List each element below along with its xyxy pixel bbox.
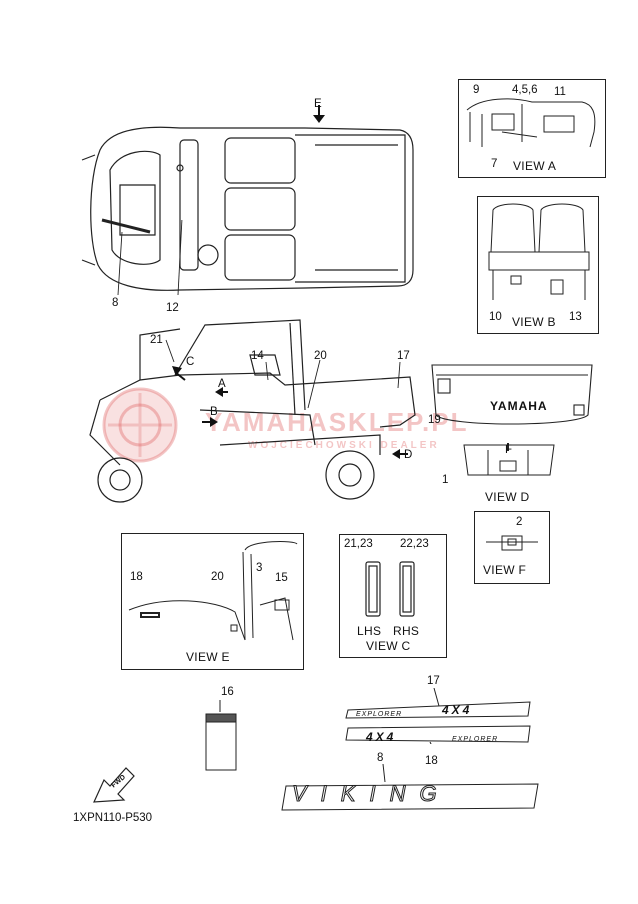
view-e-box — [121, 533, 304, 670]
callout-18-view-e: 18 — [130, 571, 143, 583]
watermark-logo-icon — [102, 387, 178, 463]
arrow-e-label: E — [314, 98, 322, 110]
decal-4x4-pair — [345, 688, 531, 744]
callout-15: 15 — [275, 572, 288, 584]
view-a-title: VIEW A — [513, 159, 557, 173]
callout-21-23: 21,23 — [344, 538, 373, 550]
callout-8-top: 8 — [112, 297, 119, 309]
view-f-part — [486, 535, 538, 551]
callout-17-decal: 17 — [427, 675, 440, 687]
callout-16: 16 — [221, 686, 234, 698]
view-e-detail — [128, 541, 298, 641]
view-f-box — [474, 511, 550, 584]
side-view-vehicle — [89, 319, 416, 503]
callout-1: 1 — [442, 474, 449, 486]
callout-18-decal: 18 — [425, 755, 438, 767]
view-e-title: VIEW E — [186, 650, 230, 664]
label-16-shape — [205, 700, 237, 771]
callout-20-view-e: 20 — [211, 571, 224, 583]
view-c-title: VIEW C — [366, 639, 411, 653]
arrow-b-label: B — [210, 406, 218, 418]
explorer-text-18: EXPLORER — [452, 736, 499, 743]
arrow-e-icon — [313, 105, 325, 123]
explorer-text-17: EXPLORER — [356, 711, 403, 718]
part-code: 1XPN110-P530 — [73, 812, 153, 824]
callout-13: 13 — [569, 311, 582, 323]
viking-decal-shape — [281, 764, 539, 811]
callout-9: 9 — [473, 84, 480, 96]
yamaha-decal-text: YAMAHA — [490, 399, 548, 413]
fwd-arrow-icon — [93, 767, 135, 803]
view-b-seats — [488, 203, 590, 300]
arrow-a-label: A — [218, 378, 226, 390]
callout-19: 19 — [428, 414, 441, 426]
top-view-vehicle — [81, 126, 414, 291]
arrow-f-label: F — [505, 444, 513, 456]
view-f-title: VIEW F — [483, 563, 527, 577]
callout-7: 7 — [491, 158, 498, 170]
callout-17-side: 17 — [397, 350, 410, 362]
arrow-c-label: C — [186, 356, 195, 368]
callout-11: 11 — [554, 86, 566, 98]
view-c-rhs: RHS — [393, 624, 420, 638]
callout-22-23: 22,23 — [400, 538, 429, 550]
callout-21: 21 — [150, 334, 163, 346]
callout-8-decal: 8 — [377, 752, 384, 764]
view-c-box — [339, 534, 447, 658]
rear-view — [431, 364, 593, 425]
callout-3: 3 — [256, 562, 263, 574]
view-a-dashboard — [466, 98, 596, 148]
leader-lines-top — [117, 220, 183, 296]
callout-4-5-6: 4,5,6 — [512, 84, 538, 96]
view-b-title: VIEW B — [512, 315, 556, 329]
callout-12: 12 — [166, 302, 179, 314]
callout-14: 14 — [251, 350, 264, 362]
callout-10: 10 — [489, 311, 502, 323]
view-c-lhs: LHS — [357, 624, 382, 638]
callout-2: 2 — [516, 516, 523, 528]
viking-decal-text: VIKING — [292, 781, 451, 806]
view-b-box — [477, 196, 599, 334]
side-view-markers — [165, 339, 408, 459]
view-c-decals — [365, 561, 415, 617]
arrow-d-label: D — [404, 449, 413, 461]
view-a-box — [458, 79, 606, 178]
fourbyfour-text-17: 4X4 — [442, 703, 473, 717]
callout-20-side: 20 — [314, 350, 327, 362]
fourbyfour-text-18: 4X4 — [366, 730, 397, 744]
watermark-subtitle: WOJCIECHOWSKI DEALER — [248, 440, 440, 451]
view-d-hitch — [463, 443, 555, 476]
view-d-title: VIEW D — [485, 490, 530, 504]
